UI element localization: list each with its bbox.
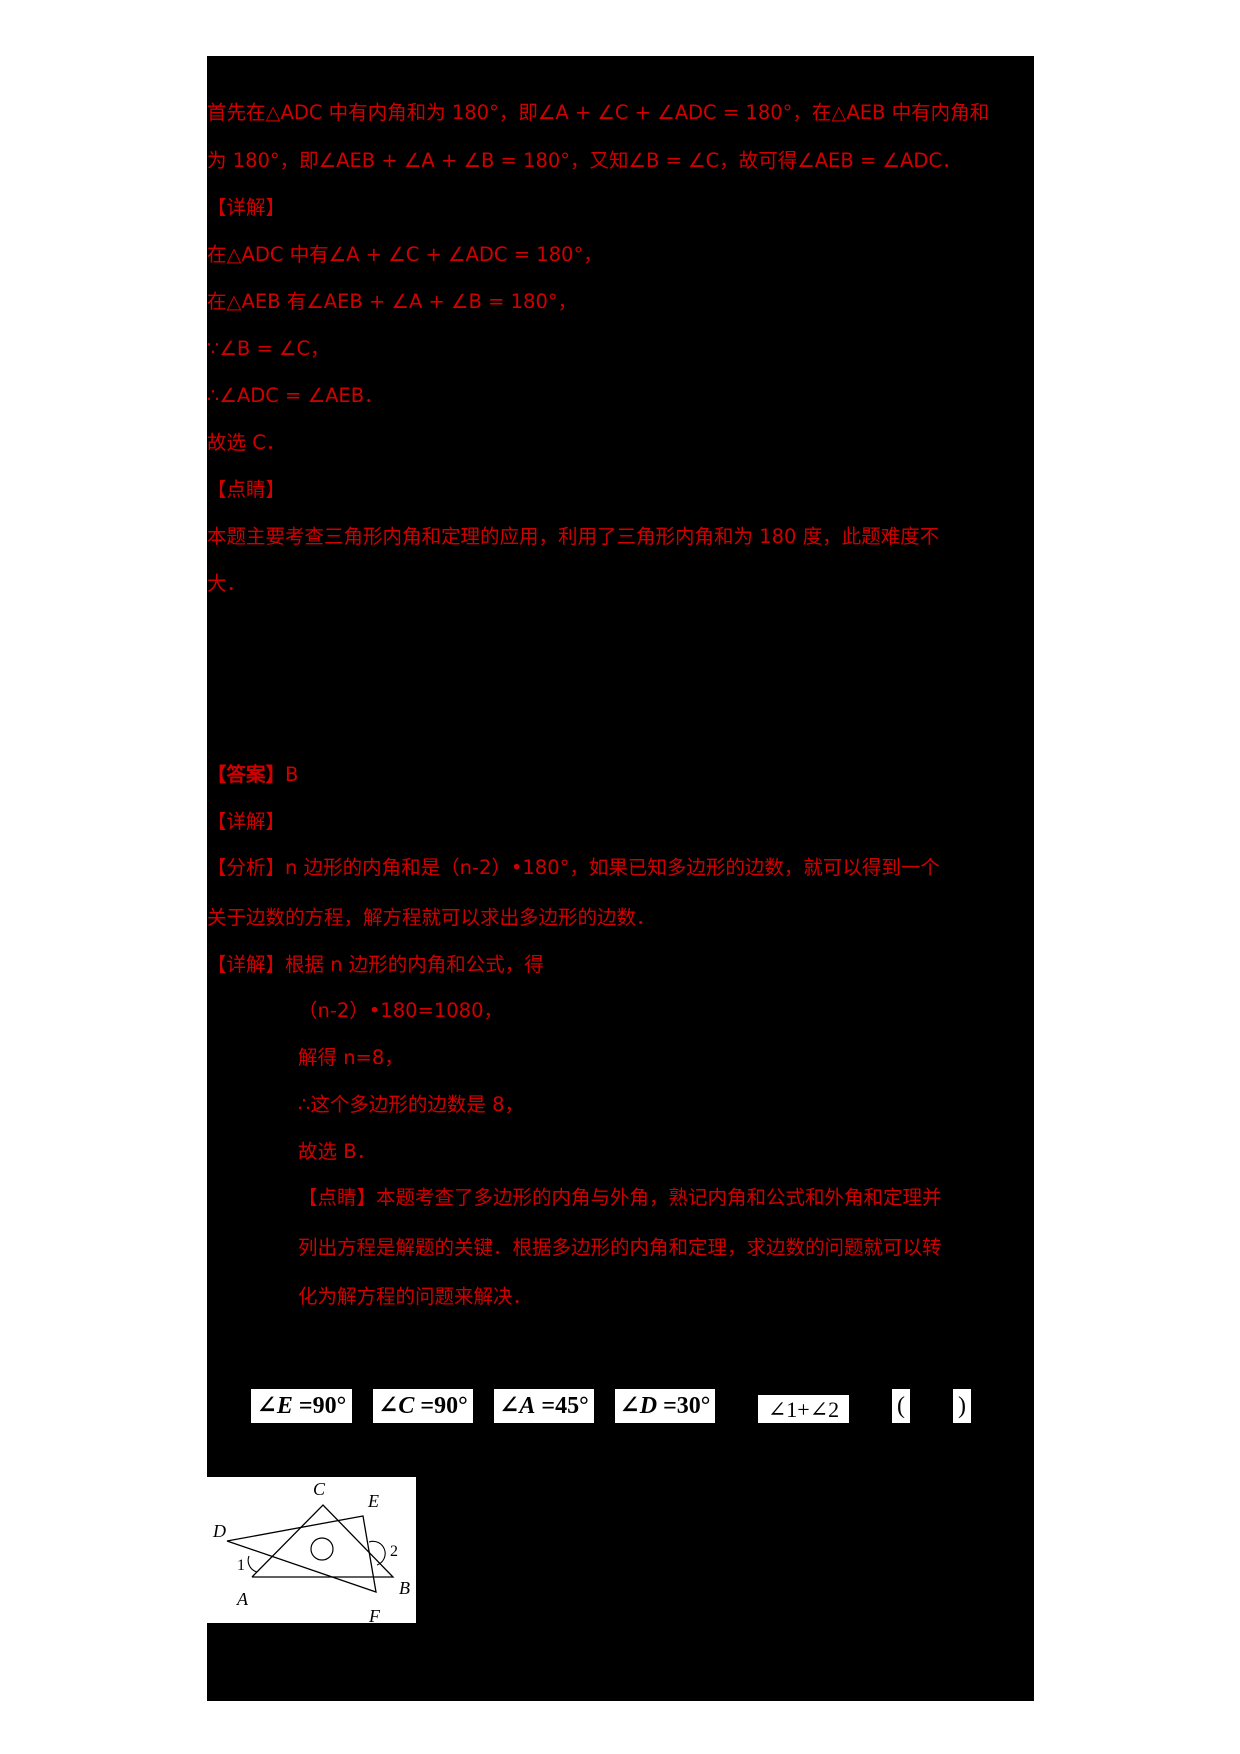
comment-line-2: 大． bbox=[207, 572, 247, 595]
formula-angle-e: ∠E =90° bbox=[251, 1389, 352, 1423]
formula-angle-a: ∠A =45° bbox=[494, 1389, 594, 1423]
analysis-line-2-1: 【分析】n 边形的内角和是（n-2）•180°，如果已知多边形的边数，就可以得到… bbox=[207, 853, 940, 883]
comment2-line-1: 【点睛】本题考查了多边形的内角与外角，熟记内角和公式和外角和定理并 bbox=[298, 1186, 942, 1209]
formula-angle-d: ∠D =30° bbox=[615, 1389, 715, 1423]
comment2-line-3: 化为解方程的问题来解决． bbox=[298, 1285, 533, 1308]
detail-line-2: 在△AEB 有∠AEB + ∠A + ∠B = 180°， bbox=[207, 290, 578, 313]
formula-angle-sum: ∠1+∠2 bbox=[758, 1395, 849, 1423]
angle-1-arc bbox=[247, 1555, 258, 1573]
triangle-abc bbox=[251, 1504, 395, 1578]
answer-line: 【答案】B bbox=[207, 760, 298, 790]
circle-mark bbox=[310, 1537, 334, 1561]
label-f: F bbox=[368, 1606, 381, 1623]
detail2-line-1: （n-2）•180=1080， bbox=[298, 999, 503, 1022]
label-c: C bbox=[313, 1479, 326, 1499]
angle-2-arc bbox=[368, 1540, 386, 1566]
detail-first-text: 根据 n 边形的内角和公式，得 bbox=[285, 953, 544, 976]
label-1: 1 bbox=[237, 1557, 245, 1574]
comment2-line-2: 列出方程是解题的关键．根据多边形的内角和定理，求边数的问题就可以转 bbox=[298, 1236, 942, 1259]
comment-heading: 【点睛】 bbox=[207, 478, 286, 501]
label-b: B bbox=[399, 1578, 410, 1598]
comment-line-1: 本题主要考查三角形内角和定理的应用，利用了三角形内角和为 180 度，此题难度不 bbox=[207, 525, 940, 548]
triangles-diagram: C E D 1 A 2 B F bbox=[212, 1479, 410, 1623]
label-a: A bbox=[236, 1589, 249, 1609]
analysis-text: n 边形的内角和是（n-2）•180°，如果已知多边形的边数，就可以得到一个 bbox=[285, 856, 940, 879]
detail-line-5: 故选 C． bbox=[207, 431, 286, 454]
formula-angle-c: ∠C =90° bbox=[373, 1389, 473, 1423]
detail-line-4: ∴∠ADC = ∠AEB． bbox=[207, 384, 384, 407]
detail-line-3: ∵∠B = ∠C， bbox=[207, 337, 330, 360]
answer-label: 【答案】 bbox=[207, 763, 286, 786]
detail-heading-2: 【详解】 bbox=[207, 810, 286, 833]
detail2-line-2: 解得 n=8， bbox=[298, 1046, 404, 1069]
detail-heading: 【详解】 bbox=[207, 196, 286, 219]
triangle-def bbox=[226, 1515, 377, 1593]
analysis-line-2-2: 关于边数的方程，解方程就可以求出多边形的边数． bbox=[207, 906, 656, 929]
content-panel bbox=[207, 56, 1034, 1701]
analysis-label: 【分析】 bbox=[207, 856, 286, 879]
label-d: D bbox=[212, 1521, 226, 1541]
detail-label: 【详解】 bbox=[207, 953, 286, 976]
geometry-figure: C E D 1 A 2 B F bbox=[207, 1477, 416, 1623]
detail2-line-3: ∴这个多边形的边数是 8， bbox=[298, 1093, 525, 1116]
label-e: E bbox=[367, 1491, 379, 1511]
detail2-line-4: 故选 B． bbox=[298, 1140, 377, 1163]
detail-first-line: 【详解】根据 n 边形的内角和公式，得 bbox=[207, 950, 544, 980]
detail-line-1: 在△ADC 中有∠A + ∠C + ∠ADC = 180°， bbox=[207, 243, 603, 266]
analysis-line-2: 为 180°，即∠AEB + ∠A + ∠B = 180°，又知∠B = ∠C，… bbox=[207, 149, 962, 172]
analysis-line-1: 首先在△ADC 中有内角和为 180°，即∠A + ∠C + ∠ADC = 18… bbox=[207, 101, 990, 124]
label-2: 2 bbox=[390, 1543, 398, 1560]
answer-value: B bbox=[285, 763, 299, 786]
paren-open: ( bbox=[892, 1389, 910, 1423]
paren-close: ) bbox=[953, 1389, 971, 1423]
